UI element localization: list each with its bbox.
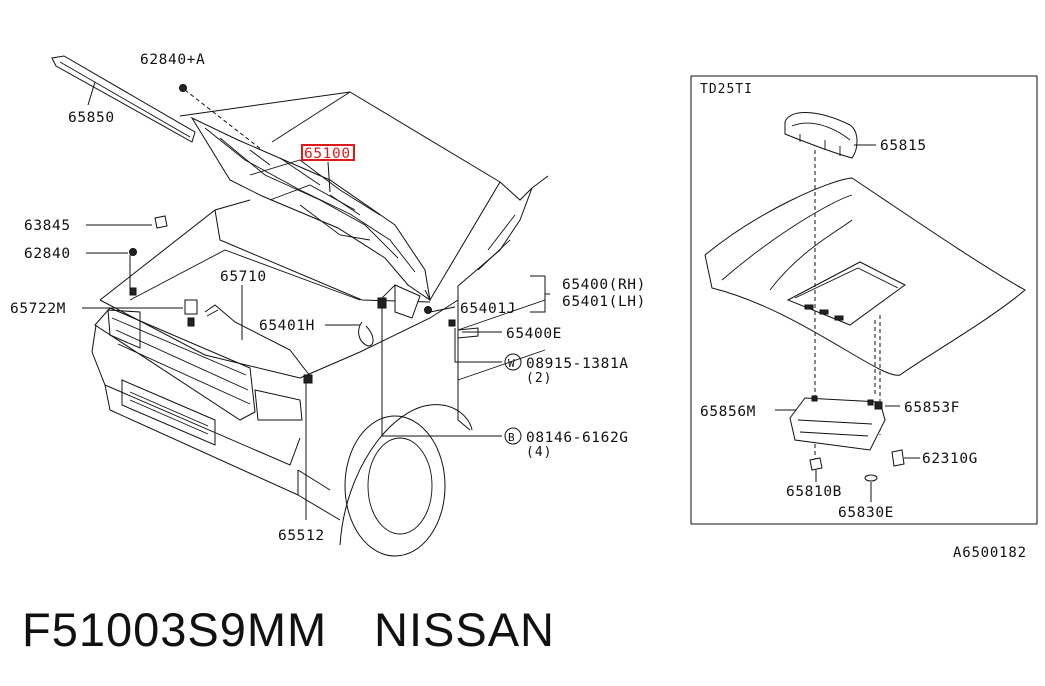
label-65856m: 65856M: [700, 404, 756, 420]
label-65401lh: 65401(LH): [562, 294, 646, 310]
label-65810b: 65810B: [786, 484, 842, 500]
label-65815: 65815: [880, 138, 927, 154]
washer-symbol: [504, 353, 522, 371]
label-62310g: 62310G: [922, 451, 978, 467]
label-65853f: 65853F: [904, 400, 960, 416]
label-08146: 08146-6162G: [526, 430, 629, 446]
label-65722m: 65722M: [10, 301, 66, 317]
label-08915-qty: (2): [526, 371, 552, 386]
label-08146-qty: (4): [526, 445, 552, 460]
leader-lines: [82, 81, 550, 520]
label-65400rh: 65400(RH): [562, 277, 646, 293]
label-65401j: 65401J: [460, 301, 516, 317]
label-65512: 65512: [278, 528, 325, 544]
inset-title: TD25TI: [700, 82, 753, 97]
label-62840: 62840: [24, 246, 71, 262]
vehicle-front-drawing: [51, 55, 549, 557]
bolt-symbol: [504, 427, 522, 445]
drawing-code: A6500182: [953, 545, 1027, 561]
label-62840a: 62840+A: [140, 52, 205, 68]
footer-part-number: F51003S9MM: [22, 603, 327, 656]
label-08915: 08915-1381A: [526, 356, 629, 372]
washer-symbol-letter: W: [508, 357, 516, 370]
label-65401h: 65401H: [259, 318, 315, 334]
highlight-box-65100: [301, 144, 355, 161]
label-65400e: 65400E: [506, 326, 562, 342]
label-65710: 65710: [220, 269, 267, 285]
label-63845: 63845: [24, 218, 71, 234]
bolt-symbol-letter: B: [508, 431, 516, 444]
inset-td25ti: TD25TI 65815 65856M 65853F: [690, 75, 1038, 525]
footer-brand: NISSAN: [374, 603, 555, 656]
part-labels: 62840+A 65850 65100 63845 62840 65710 65…: [10, 52, 646, 544]
label-65100: 65100: [304, 146, 351, 162]
label-65830e: 65830E: [838, 505, 894, 521]
label-65850: 65850: [68, 110, 115, 126]
